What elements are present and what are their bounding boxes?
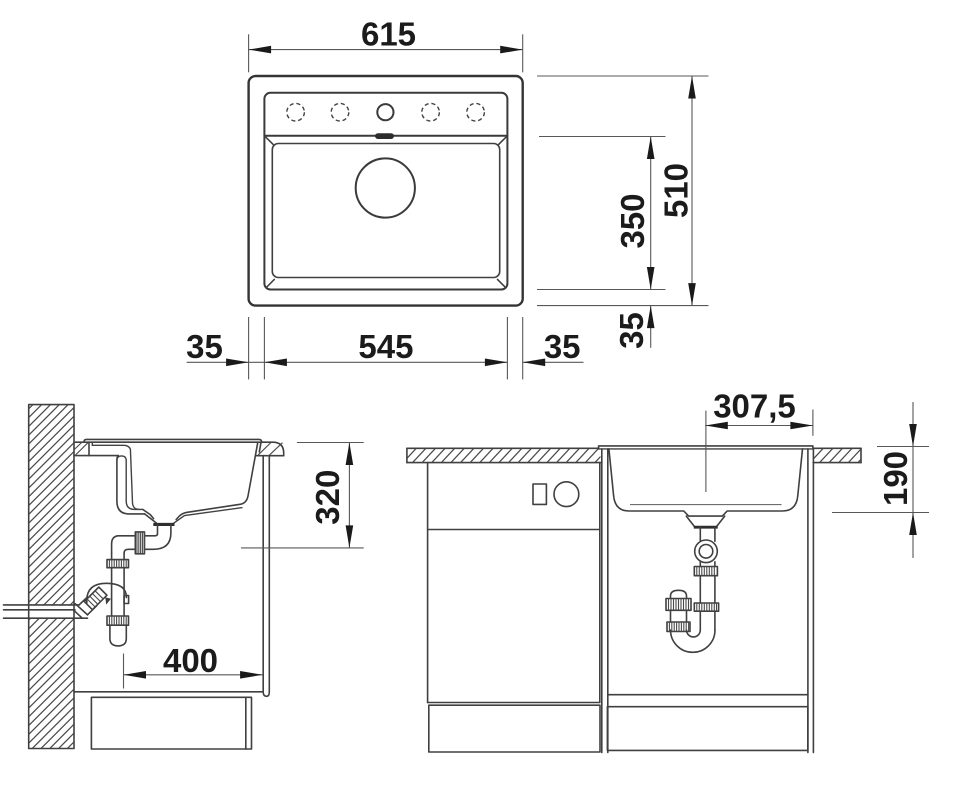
svg-text:35: 35: [613, 312, 650, 349]
svg-text:510: 510: [657, 163, 694, 218]
svg-text:615: 615: [361, 16, 416, 53]
svg-text:35: 35: [186, 328, 223, 365]
svg-text:35: 35: [544, 328, 581, 365]
svg-text:190: 190: [877, 451, 914, 506]
svg-text:545: 545: [358, 328, 413, 365]
svg-text:350: 350: [614, 193, 651, 248]
svg-text:320: 320: [309, 470, 346, 525]
svg-text:307,5: 307,5: [713, 388, 796, 425]
svg-text:400: 400: [163, 642, 218, 679]
